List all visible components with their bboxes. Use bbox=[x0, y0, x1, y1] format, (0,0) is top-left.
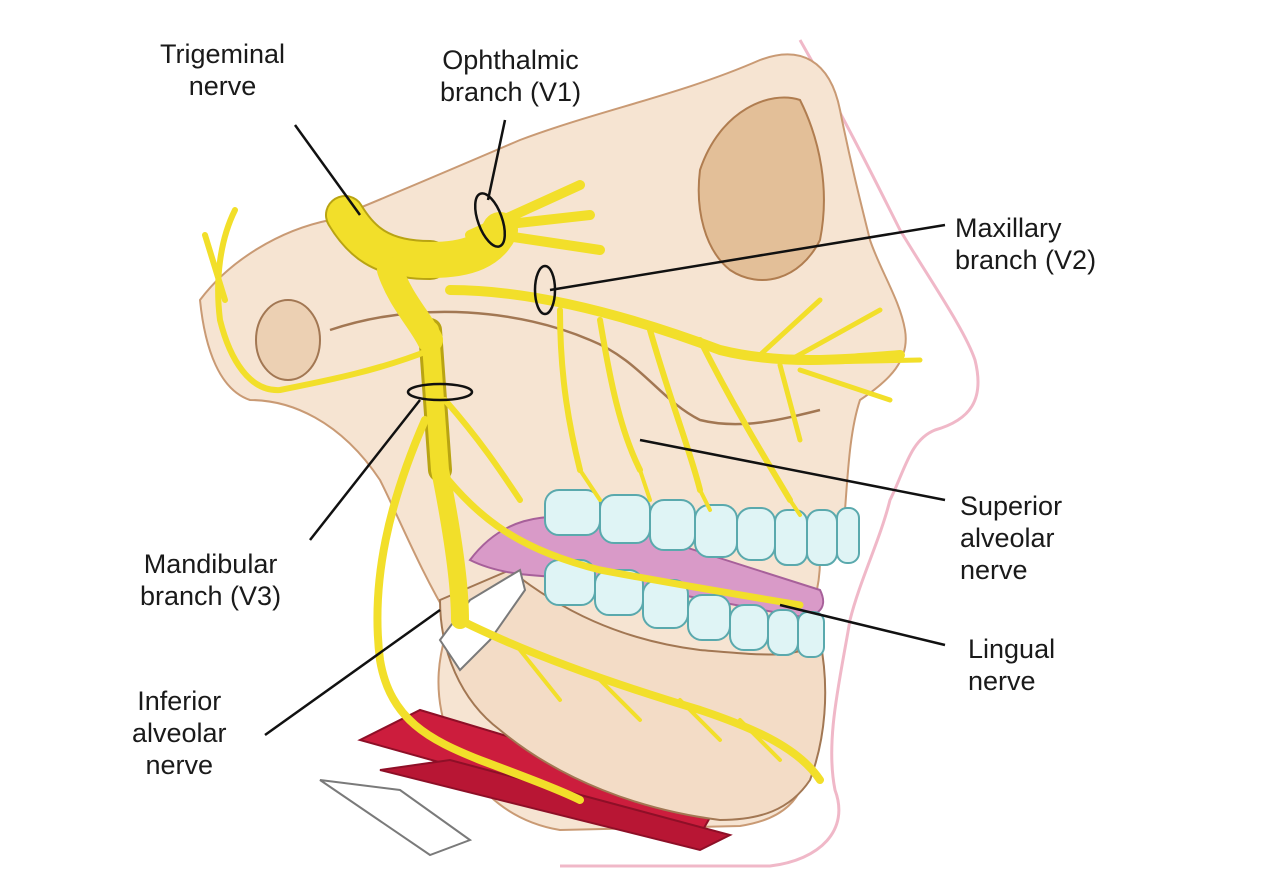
mandibular-nerve bbox=[421, 321, 469, 629]
label-trigeminal-nerve: Trigeminal nerve bbox=[160, 39, 286, 101]
label-inferior-alveolar-nerve: Inferior alveolar nerve bbox=[132, 686, 227, 780]
label-ophthalmic-branch: Ophthalmic branch (V1) bbox=[440, 45, 582, 107]
label-maxillary-branch: Maxillary branch (V2) bbox=[955, 213, 1097, 275]
label-mandibular-branch: Mandibular branch (V3) bbox=[140, 549, 282, 611]
bone-cross-section bbox=[438, 568, 527, 672]
trigeminal-ganglion bbox=[327, 197, 518, 278]
leader-lines bbox=[264, 119, 946, 737]
zygomatic-ridge bbox=[329, 310, 821, 426]
ear-canal bbox=[255, 299, 321, 381]
eye-socket bbox=[697, 96, 825, 281]
label-superior-alveolar-nerve: Superior alveolar nerve bbox=[960, 491, 1063, 585]
upper-teeth bbox=[544, 489, 860, 566]
ophthalmic-nerve bbox=[465, 180, 605, 255]
lingual-nerve-path bbox=[436, 466, 804, 609]
neck-muscles bbox=[319, 708, 733, 857]
mandible bbox=[438, 568, 827, 822]
label-lingual-nerve: Lingual nerve bbox=[968, 634, 1056, 696]
lower-teeth bbox=[544, 559, 825, 658]
nerves bbox=[202, 180, 923, 804]
face-profile-outline bbox=[560, 39, 980, 868]
